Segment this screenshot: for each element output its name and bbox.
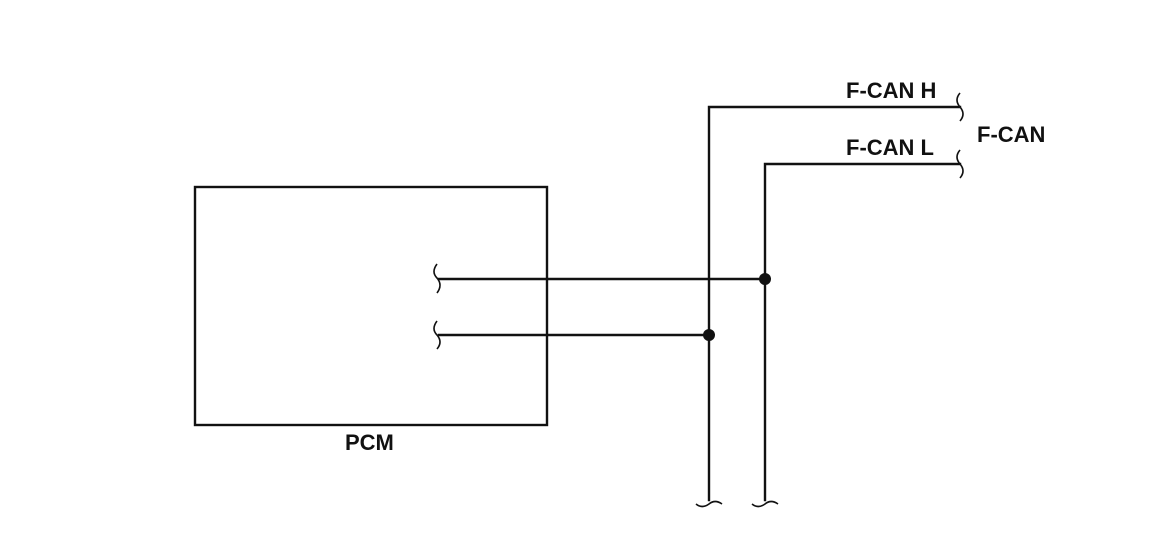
splice-point-fcan-l <box>759 273 771 285</box>
fcan-l-label: F-CAN L <box>846 135 934 160</box>
fcan-bus-label: F-CAN <box>977 122 1045 147</box>
pcm-connector-break-upper <box>433 263 441 294</box>
fcan-l-wire <box>763 162 962 502</box>
fcan-h-label: F-CAN H <box>846 78 936 103</box>
pcm-connector-break-lower <box>433 320 441 350</box>
fcan-h-bottom-break <box>695 500 723 508</box>
pcm-module-box <box>193 185 549 427</box>
pcm-label: PCM <box>345 430 394 455</box>
fcan-h-wire <box>707 105 962 502</box>
fcan-l-break <box>956 149 964 179</box>
splice-point-fcan-h <box>703 329 715 341</box>
fcan-l-bottom-break <box>751 500 779 508</box>
fcan-h-break <box>956 92 964 122</box>
